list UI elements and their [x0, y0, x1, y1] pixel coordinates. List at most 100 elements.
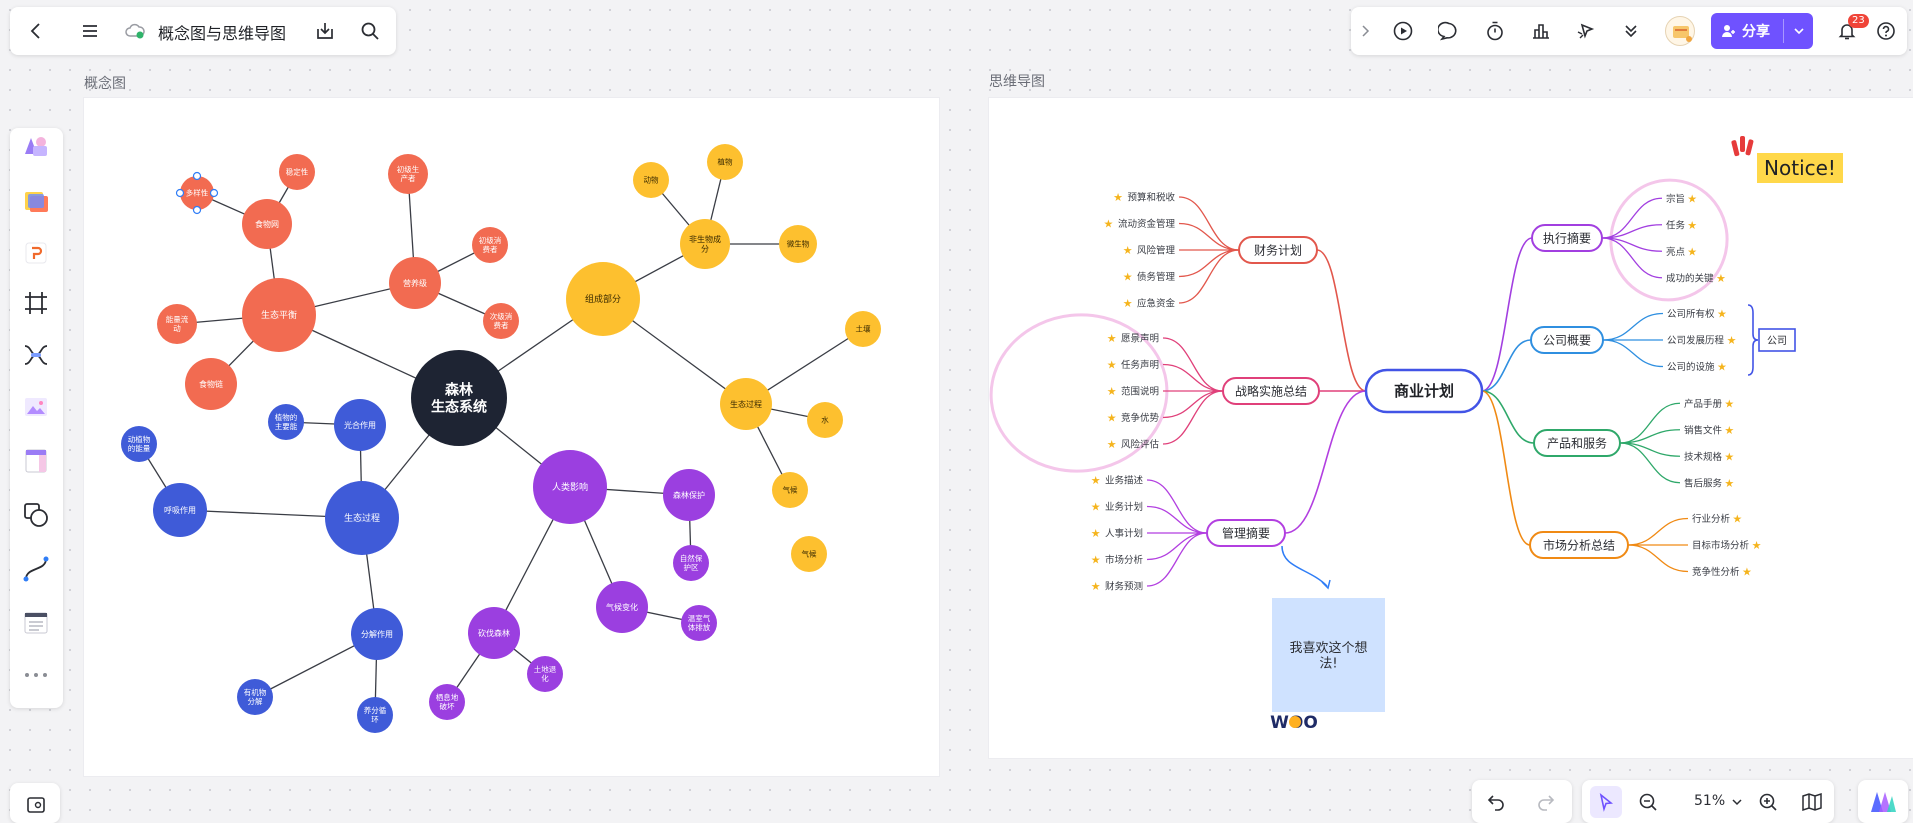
- concept-node[interactable]: 生态过程: [325, 481, 399, 555]
- selection-handle[interactable]: [192, 171, 202, 181]
- concept-node[interactable]: 植物: [707, 144, 743, 180]
- download-button[interactable]: [313, 19, 337, 43]
- concept-node[interactable]: 动物: [633, 162, 669, 198]
- zoom-out-button[interactable]: [1636, 790, 1660, 814]
- ai-assistant-button[interactable]: [1868, 788, 1898, 816]
- chevron-down-icon[interactable]: [1793, 25, 1805, 37]
- woo-sticker[interactable]: WOO: [1270, 713, 1318, 733]
- table-button[interactable]: [19, 444, 53, 478]
- concept-node[interactable]: 有机物分解: [237, 679, 273, 715]
- mind-leaf[interactable]: ★技术规格: [1619, 442, 1734, 463]
- frame-button[interactable]: [19, 286, 53, 320]
- zoom-level[interactable]: 51%: [1694, 793, 1726, 809]
- mind-leaf[interactable]: ★业务计划: [1091, 501, 1208, 534]
- mind-leaf[interactable]: ★竞争性分析: [1627, 544, 1752, 579]
- mind-leaf[interactable]: ★产品手册: [1619, 397, 1734, 444]
- concept-map-frame[interactable]: 生态平衡 食物网多样性 稳定性能量流动食物链 营养级 初级生产者初级消费者次级消费者 组成…: [84, 98, 939, 776]
- concept-node[interactable]: 营养级: [389, 257, 441, 309]
- concept-node[interactable]: 土地退化: [527, 656, 563, 692]
- mind-leaf[interactable]: ★财务预测: [1091, 532, 1208, 593]
- concept-node[interactable]: 次级消费者: [483, 303, 519, 339]
- mind-leaf[interactable]: ★流动资金管理: [1104, 218, 1240, 251]
- template-library-button[interactable]: [19, 130, 53, 164]
- mind-leaf[interactable]: ★销售文件: [1619, 424, 1734, 444]
- comment-button[interactable]: [1437, 19, 1461, 43]
- present-button[interactable]: [1391, 19, 1415, 43]
- mind-leaf[interactable]: ★行业分析: [1627, 513, 1742, 546]
- list-button[interactable]: [19, 606, 53, 640]
- selection-handles[interactable]: [175, 171, 219, 215]
- mind-leaf[interactable]: ★市场分析: [1091, 532, 1208, 567]
- concept-node[interactable]: 食物链: [185, 358, 237, 410]
- mind-leaf[interactable]: ★售后服务: [1619, 442, 1734, 490]
- concept-node[interactable]: 初级消费者: [472, 227, 508, 263]
- concept-node[interactable]: 气候: [772, 472, 808, 508]
- share-button[interactable]: 分享: [1711, 13, 1813, 49]
- mind-leaf[interactable]: ★成功的关键: [1601, 237, 1726, 285]
- mind-leaf[interactable]: ★业务描述: [1091, 474, 1208, 534]
- guide-button[interactable]: [1800, 790, 1824, 814]
- highlight-loop[interactable]: [989, 306, 1175, 480]
- concept-node[interactable]: 土壤: [845, 311, 881, 347]
- concept-node[interactable]: 初级生产者: [388, 154, 428, 194]
- mind-branch[interactable]: 管理摘要★业务描述★业务计划★人事计划★市场分析★财务预测: [1091, 390, 1367, 593]
- concept-node[interactable]: 非生物成分: [680, 219, 730, 269]
- collapse-toolbar-button[interactable]: [1357, 21, 1373, 41]
- mind-leaf[interactable]: ★任务: [1601, 219, 1697, 239]
- concept-node[interactable]: 多样性: [180, 176, 214, 210]
- concept-node[interactable]: 气候: [791, 536, 827, 572]
- concept-node[interactable]: 动植物的能量: [121, 426, 157, 462]
- mind-branch[interactable]: 公司概要★公司所有权★公司发展历程★公司的设施: [1481, 308, 1737, 392]
- more-button[interactable]: [19, 658, 53, 692]
- concept-node[interactable]: 自然保护区: [673, 545, 709, 581]
- mind-map-button[interactable]: [19, 338, 53, 372]
- back-button[interactable]: [24, 19, 48, 43]
- mind-leaf[interactable]: ★预算和税收: [1113, 191, 1240, 251]
- mind-leaf[interactable]: ★竞争优势: [1107, 390, 1224, 425]
- concept-node[interactable]: 生态平衡: [242, 278, 316, 352]
- sticky-note-button[interactable]: [19, 184, 53, 218]
- undo-button[interactable]: [1484, 790, 1508, 814]
- mind-leaf[interactable]: ★任务声明: [1107, 359, 1224, 392]
- selection-handle[interactable]: [175, 188, 185, 198]
- concept-node[interactable]: 温室气体排放: [681, 605, 717, 641]
- mind-leaf[interactable]: ★宗旨: [1601, 192, 1697, 239]
- mind-branch[interactable]: 产品和服务★产品手册★销售文件★技术规格★售后服务: [1481, 390, 1734, 490]
- concept-node[interactable]: 能量流动: [157, 304, 197, 344]
- mind-map-frame[interactable]: 财务计划★预算和税收★流动资金管理★风险管理★债务管理★应急资金战略实施总结★愿…: [989, 98, 1913, 758]
- summary-group[interactable]: 公司: [1747, 304, 1796, 376]
- mind-branch[interactable]: 市场分析总结★行业分析★目标市场分析★竞争性分析: [1481, 390, 1762, 579]
- concept-node[interactable]: 水: [807, 402, 843, 438]
- sticky-note[interactable]: 我喜欢这个想法!: [1272, 598, 1385, 712]
- concept-node[interactable]: 组成部分: [566, 262, 640, 336]
- menu-button[interactable]: [78, 19, 102, 43]
- notice-sticker[interactable]: Notice!: [1731, 136, 1843, 183]
- concept-node[interactable]: 微生物: [779, 225, 817, 263]
- concept-node[interactable]: 气候变化: [596, 581, 648, 633]
- mind-leaf[interactable]: ★风险评估: [1107, 390, 1224, 451]
- concept-node[interactable]: 养分循环: [357, 697, 393, 733]
- redo-button[interactable]: [1534, 790, 1558, 814]
- highlight-loop[interactable]: [1600, 169, 1738, 310]
- concept-frame-label[interactable]: 概念图: [84, 76, 126, 92]
- mind-branch[interactable]: 战略实施总结★愿景声明★任务声明★范围说明★竞争优势★风险评估: [1107, 332, 1367, 451]
- select-tool-button[interactable]: [1590, 786, 1622, 818]
- document-title[interactable]: 概念图与思维导图: [158, 24, 287, 43]
- concept-center-node[interactable]: 森林生态系统: [411, 350, 507, 446]
- timer-button[interactable]: [1483, 19, 1507, 43]
- mind-branch[interactable]: 财务计划★预算和税收★流动资金管理★风险管理★债务管理★应急资金: [1104, 191, 1367, 392]
- note-connector[interactable]: [1281, 545, 1328, 587]
- concept-node[interactable]: 食物网: [242, 199, 292, 249]
- concept-node[interactable]: 生态过程: [720, 378, 772, 430]
- vote-button[interactable]: [1529, 19, 1553, 43]
- zoom-in-button[interactable]: [1756, 790, 1780, 814]
- image-button[interactable]: [19, 390, 53, 424]
- concept-node[interactable]: 栖息地破坏: [429, 684, 465, 720]
- mind-frame-label[interactable]: 思维导图: [989, 74, 1045, 90]
- selection-handle[interactable]: [192, 205, 202, 215]
- more-tools-button[interactable]: [1619, 19, 1643, 43]
- mind-leaf[interactable]: ★债务管理: [1123, 249, 1240, 284]
- concept-node[interactable]: 稳定性: [279, 154, 315, 190]
- search-button[interactable]: [358, 19, 382, 43]
- concept-node[interactable]: 人类影响: [533, 450, 607, 524]
